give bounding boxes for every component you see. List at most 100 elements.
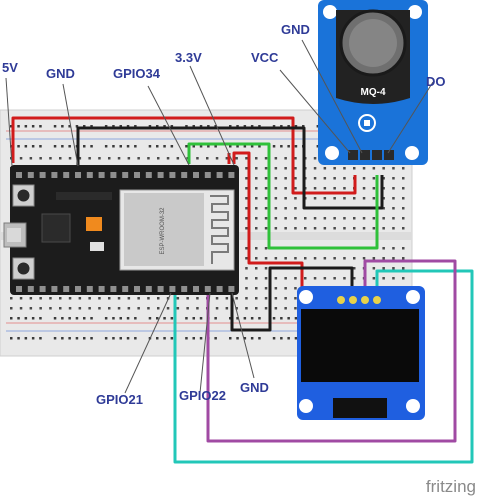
breadboard-hole bbox=[147, 307, 150, 310]
breadboard-hole bbox=[61, 337, 64, 340]
breadboard-hole bbox=[176, 307, 180, 310]
breadboard-hole bbox=[68, 317, 71, 320]
breadboard-hole bbox=[214, 337, 217, 340]
breadboard-hole bbox=[392, 277, 395, 280]
esp32-header-pin bbox=[228, 172, 235, 178]
breadboard-hole bbox=[250, 337, 254, 340]
breadboard-hole bbox=[402, 277, 405, 280]
esp32-header-pin bbox=[181, 172, 188, 178]
breadboard-hole bbox=[90, 125, 93, 128]
esp32-header-pin bbox=[228, 286, 235, 292]
breadboard-hole bbox=[104, 317, 108, 320]
breadboard-hole bbox=[88, 157, 91, 160]
breadboard-hole bbox=[112, 145, 115, 148]
breadboard-hole bbox=[245, 307, 248, 310]
breadboard-hole bbox=[323, 257, 327, 260]
breadboard-hole bbox=[78, 157, 82, 160]
breadboard-hole bbox=[392, 197, 395, 200]
breadboard-hole bbox=[245, 217, 248, 220]
breadboard-hole bbox=[17, 145, 20, 148]
breadboard-hole bbox=[272, 125, 276, 128]
breadboard-hole bbox=[166, 307, 170, 310]
breadboard-hole bbox=[382, 197, 385, 200]
sensor-name: MQ-4 bbox=[361, 87, 386, 98]
breadboard-hole bbox=[214, 125, 217, 128]
breadboard-hole bbox=[83, 125, 86, 128]
breadboard-hole bbox=[90, 145, 93, 148]
sensor-mesh-inner bbox=[349, 19, 397, 67]
breadboard-hole bbox=[294, 207, 297, 210]
breadboard-hole bbox=[112, 125, 115, 128]
breadboard-hole bbox=[17, 337, 20, 340]
breadboard-hole bbox=[402, 197, 405, 200]
breadboard-hole bbox=[245, 297, 248, 300]
breadboard-hole bbox=[343, 277, 346, 280]
label-gnd-top: GND bbox=[46, 66, 75, 81]
oled-display bbox=[297, 286, 425, 420]
breadboard-hole bbox=[304, 227, 307, 230]
breadboard-hole bbox=[264, 197, 268, 200]
esp32-header-pin bbox=[63, 172, 70, 178]
breadboard-hole bbox=[236, 125, 239, 128]
breadboard-hole bbox=[255, 177, 258, 180]
breadboard-hole bbox=[59, 297, 62, 300]
breadboard-hole bbox=[255, 197, 258, 200]
breadboard-hole bbox=[392, 217, 395, 220]
breadboard-hole bbox=[264, 157, 268, 160]
breadboard-hole bbox=[402, 177, 405, 180]
breadboard-hole bbox=[250, 145, 254, 148]
breadboard-hole bbox=[147, 297, 150, 300]
breadboard-hole bbox=[255, 257, 258, 260]
leader-vcc bbox=[279, 69, 351, 154]
breadboard-hole bbox=[287, 125, 290, 128]
breadboard-hole bbox=[157, 157, 160, 160]
breadboard-hole bbox=[382, 207, 385, 210]
breadboard-hole bbox=[104, 125, 108, 128]
breadboard-hole bbox=[215, 307, 219, 310]
breadboard-hole bbox=[83, 337, 86, 340]
breadboard-hole bbox=[163, 337, 166, 340]
breadboard-hole bbox=[333, 257, 336, 260]
breadboard-hole bbox=[392, 187, 395, 190]
breadboard-hole bbox=[192, 337, 195, 340]
breadboard-hole bbox=[353, 277, 356, 280]
breadboard-hole bbox=[313, 217, 317, 220]
breadboard-hole bbox=[156, 317, 159, 320]
esp32-header-pin bbox=[157, 172, 164, 178]
breadboard-hole bbox=[382, 167, 385, 170]
breadboard-hole bbox=[284, 287, 287, 290]
breadboard-hole bbox=[250, 317, 254, 320]
breadboard-hole bbox=[258, 145, 261, 148]
breadboard-hole bbox=[343, 167, 346, 170]
breadboard-hole bbox=[245, 277, 248, 280]
breadboard-hole bbox=[323, 167, 327, 170]
breadboard-hole bbox=[372, 277, 376, 280]
breadboard-hole bbox=[108, 157, 111, 160]
module-shield bbox=[124, 193, 204, 266]
breadboard-hole bbox=[313, 177, 317, 180]
breadboard-hole bbox=[68, 307, 72, 310]
breadboard-hole bbox=[362, 217, 366, 220]
leader-do bbox=[387, 81, 434, 154]
sensor-pin-3 bbox=[372, 150, 382, 160]
leader-3v3 bbox=[189, 65, 235, 166]
breadboard-hole bbox=[53, 145, 57, 148]
module-label: ESP-WROOM-32 bbox=[160, 207, 166, 255]
breadboard-hole bbox=[156, 145, 159, 148]
breadboard-hole bbox=[294, 167, 297, 170]
breadboard-hole bbox=[83, 145, 86, 148]
label-do: DO bbox=[426, 74, 446, 89]
breadboard-hole bbox=[274, 287, 278, 290]
breadboard-hole bbox=[39, 297, 42, 300]
esp32-header-pin bbox=[39, 286, 46, 292]
esp32-header-pin bbox=[204, 286, 211, 292]
breadboard-hole bbox=[126, 125, 130, 128]
esp32-header-pin bbox=[39, 172, 46, 178]
breadboard-hole bbox=[353, 167, 356, 170]
breadboard-hole bbox=[372, 177, 376, 180]
leader-gpio22 bbox=[199, 292, 211, 394]
breadboard-hole bbox=[192, 145, 195, 148]
breadboard-hole bbox=[274, 227, 278, 230]
wire-5v-to-vcc bbox=[11, 116, 357, 195]
breadboard-hole bbox=[294, 197, 297, 200]
